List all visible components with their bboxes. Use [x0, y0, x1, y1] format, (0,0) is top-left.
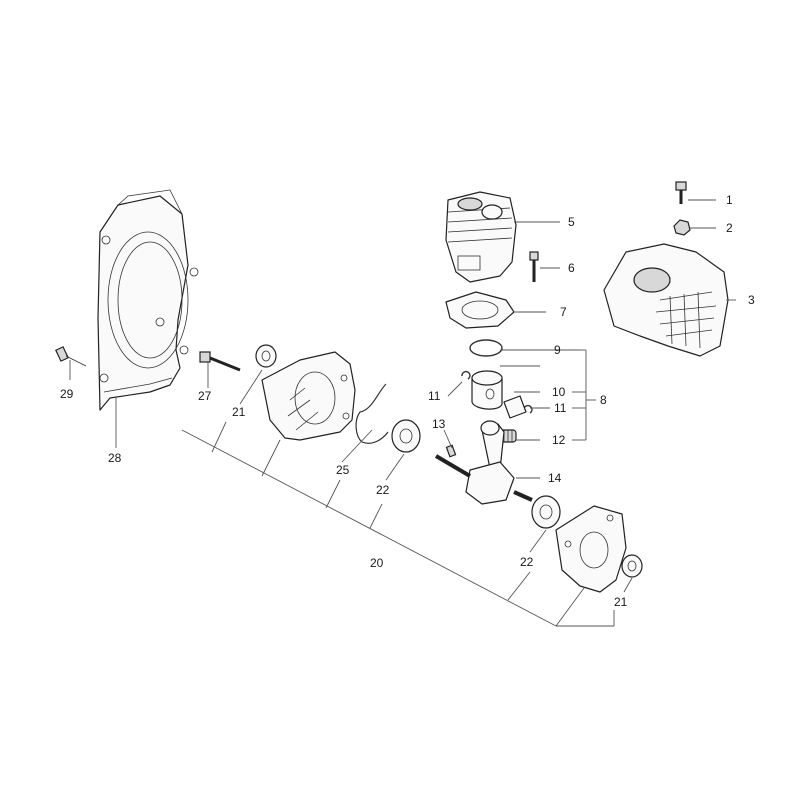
callout-9: 9	[554, 343, 561, 357]
callout-11-left: 11	[428, 389, 441, 403]
callout-25: 25	[336, 463, 350, 477]
callout-7: 7	[560, 305, 567, 319]
callout-2: 2	[726, 221, 733, 235]
part-7-base-gasket	[445, 291, 515, 329]
callout-1: 1	[726, 193, 733, 207]
callout-20: 20	[370, 556, 384, 570]
callout-13: 13	[432, 417, 446, 431]
part-8-piston	[471, 370, 503, 410]
callout-10: 10	[552, 385, 566, 399]
callout-3: 3	[748, 293, 755, 307]
part-2-nut	[673, 219, 691, 236]
callout-14: 14	[548, 471, 562, 485]
callout-22-left: 22	[376, 483, 390, 497]
callout-11-right: 11	[554, 401, 567, 415]
part-28-fan-housing	[97, 189, 199, 411]
callout-29: 29	[60, 387, 74, 401]
part-22-bearing-left	[391, 419, 421, 453]
part-21-oil-seal-left	[255, 344, 277, 368]
callout-21-left: 21	[232, 405, 246, 419]
part-21-oil-seal-right	[621, 554, 643, 578]
callout-12: 12	[552, 433, 566, 447]
part-14-crankshaft	[434, 420, 533, 505]
part-11-clip-left	[461, 370, 471, 380]
callout-27: 27	[198, 389, 212, 403]
callout-5: 5	[568, 215, 575, 229]
part-22-bearing-right	[531, 495, 561, 529]
part-13-key	[445, 444, 457, 458]
part-9-piston-ring	[469, 339, 503, 357]
callout-labels: 1 2 3 5 6 7 9 8 10 11 12 11 13 14 29 28 …	[60, 193, 755, 609]
part-5-cylinder	[445, 191, 517, 283]
callout-6: 6	[568, 261, 575, 275]
part-1-bolt	[675, 181, 687, 204]
callout-28: 28	[108, 451, 122, 465]
callout-21-right: 21	[614, 595, 628, 609]
callout-8: 8	[600, 393, 607, 407]
callout-22-right: 22	[520, 555, 534, 569]
part-29-screw	[55, 346, 87, 367]
part-6-cylinder-bolt	[529, 251, 539, 282]
part-3-cylinder-cover	[603, 243, 729, 357]
part-25-gasket	[355, 383, 389, 444]
part-27-bolt	[199, 351, 241, 372]
part-crankcase-left	[261, 351, 356, 441]
part-crankcase-right	[555, 505, 627, 593]
part-10-piston-pin	[503, 395, 527, 419]
leader-lines	[69, 199, 736, 627]
